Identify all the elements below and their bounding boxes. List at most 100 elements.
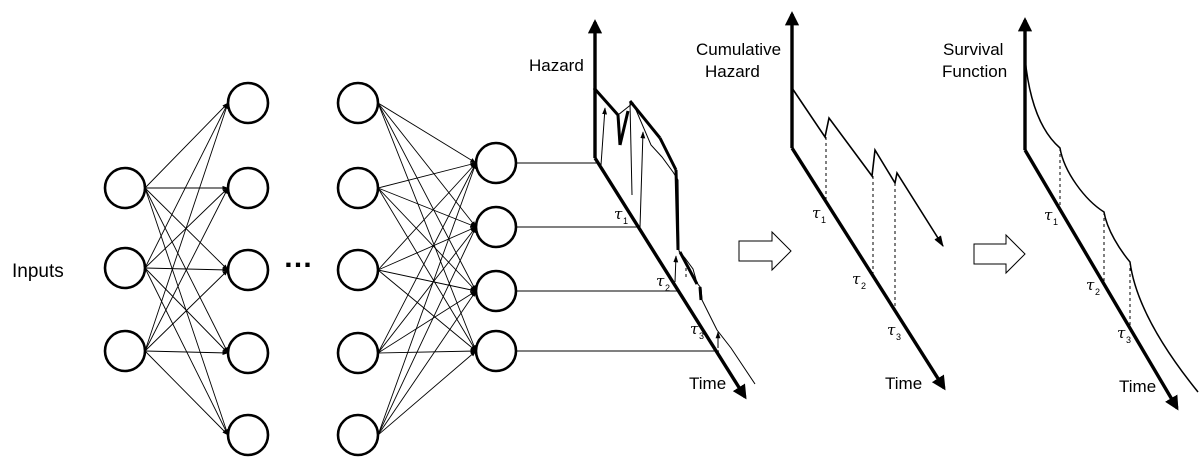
input-layer-node-1 — [103, 166, 147, 210]
survival-time-label: Time — [1119, 377, 1156, 396]
network-edge — [377, 226, 477, 436]
svg-text:2: 2 — [861, 281, 866, 291]
hidden-layer-k-node-4 — [336, 331, 380, 375]
cumulative-hazard-label-1: Cumulative — [696, 40, 781, 59]
network-edge — [144, 187, 229, 271]
network-edge — [377, 269, 477, 352]
network-edge — [144, 102, 229, 269]
network-edge — [377, 102, 477, 352]
cumulative-hazard-label-2: Hazard — [705, 62, 760, 81]
network-connections — [144, 102, 477, 436]
hidden-layer-k-node-5 — [336, 413, 380, 457]
input-layer-node-2 — [103, 246, 147, 290]
hidden-layer-1-node-3 — [226, 248, 270, 292]
input-layer-node-3 — [103, 329, 147, 373]
svg-text:2: 2 — [1095, 287, 1100, 297]
network-nodes — [103, 81, 518, 457]
network-edge — [144, 350, 229, 356]
output-layer-node-4 — [474, 329, 518, 373]
neural-network: Inputs … — [12, 81, 719, 457]
survival-curve — [1024, 57, 1199, 393]
hidden-layer-1-node-2 — [226, 166, 270, 210]
network-edge — [377, 350, 477, 436]
network-edge — [377, 187, 477, 292]
network-edge — [144, 350, 229, 436]
svg-text:τ: τ — [614, 205, 623, 223]
svg-text:τ: τ — [1044, 206, 1053, 224]
hidden-layer-k-node-3 — [336, 248, 380, 292]
svg-text:3: 3 — [896, 332, 901, 342]
hazard-time-label: Time — [689, 374, 726, 393]
network-edge — [377, 162, 477, 354]
network-edge — [377, 187, 477, 228]
hidden-layer-1-node-1 — [226, 81, 270, 125]
output-connectors — [516, 162, 719, 352]
network-edge — [144, 187, 229, 354]
survival-label-2: Function — [942, 62, 1007, 81]
svg-text:3: 3 — [1126, 335, 1131, 345]
svg-text:1: 1 — [1053, 217, 1058, 227]
hazard-time-axis — [593, 157, 747, 400]
network-edge — [377, 102, 477, 164]
hazard-step-curve — [594, 87, 756, 385]
network-edge — [377, 102, 477, 292]
network-edge — [377, 290, 477, 354]
network-edge — [377, 290, 477, 436]
network-edge — [377, 162, 477, 271]
transition-arrow-2 — [973, 233, 1026, 275]
svg-text:τ: τ — [812, 204, 821, 222]
network-edge — [377, 162, 477, 436]
network-edge — [377, 348, 477, 354]
survival-time-axis — [1023, 149, 1179, 411]
svg-text:τ: τ — [690, 320, 699, 338]
network-edge — [144, 187, 229, 436]
svg-text:τ: τ — [852, 270, 861, 288]
inputs-label: Inputs — [12, 261, 64, 282]
survival-label-1: Survival — [943, 40, 1003, 59]
svg-text:τ: τ — [1086, 276, 1095, 294]
network-edge — [377, 269, 477, 292]
network-edge — [377, 102, 477, 228]
hidden-layer-1-node-5 — [226, 413, 270, 457]
svg-text:1: 1 — [623, 216, 628, 226]
output-layer-node-3 — [474, 269, 518, 313]
hidden-layer-k-node-2 — [336, 166, 380, 210]
svg-text:3: 3 — [699, 331, 704, 341]
layers-ellipsis: … — [283, 241, 313, 274]
hidden-layer-1-node-4 — [226, 331, 270, 375]
cumulative-time-label: Time — [885, 374, 922, 393]
network-edge — [377, 187, 477, 352]
hidden-layer-k-node-1 — [336, 81, 380, 125]
network-edge — [144, 269, 229, 352]
transition-arrow-1 — [738, 230, 792, 272]
svg-text:2: 2 — [665, 283, 670, 293]
cumulative-hazard-curve — [791, 87, 944, 247]
network-edge — [377, 226, 477, 354]
network-edge — [377, 162, 477, 189]
network-edge — [377, 226, 477, 271]
svg-text:τ: τ — [1117, 324, 1126, 342]
network-edge — [144, 102, 229, 189]
network-edge — [144, 102, 229, 352]
network-edge — [144, 267, 229, 436]
svg-text:τ: τ — [656, 272, 665, 290]
cumulative-time-axis — [790, 147, 946, 391]
hazard-label: Hazard — [529, 56, 584, 75]
output-layer-node-1 — [474, 141, 518, 185]
svg-text:1: 1 — [821, 215, 826, 225]
svg-text:τ: τ — [887, 321, 896, 339]
output-layer-node-2 — [474, 205, 518, 249]
